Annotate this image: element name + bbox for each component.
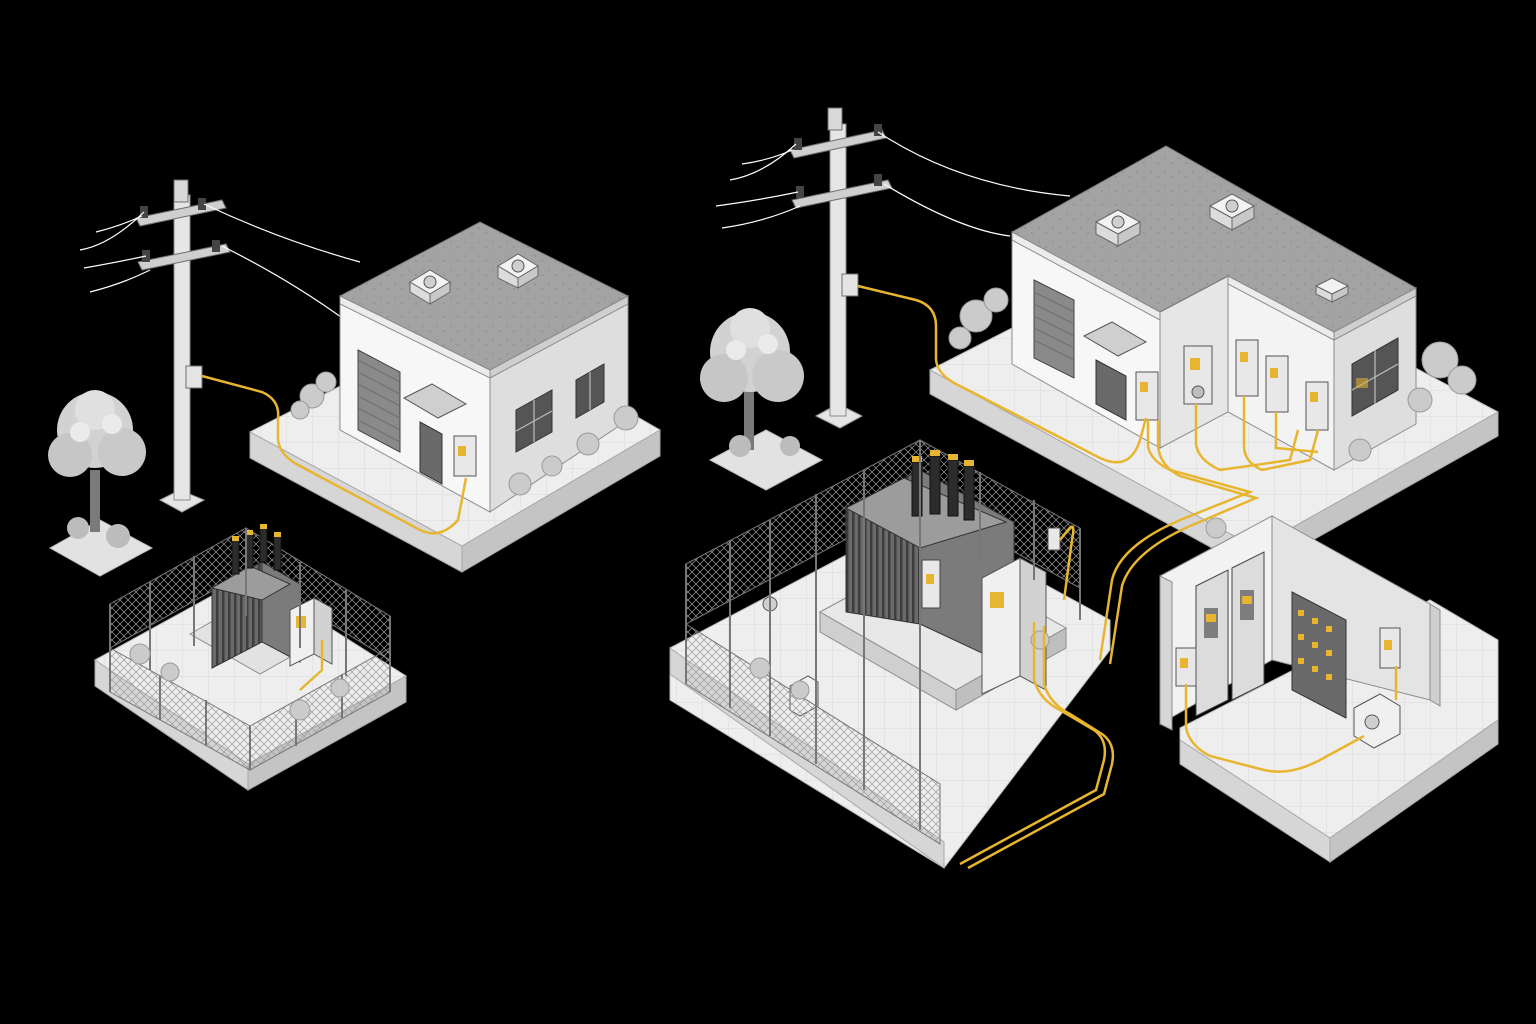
large-building xyxy=(928,145,1500,573)
large-site-cables xyxy=(857,284,1398,870)
large-overhead-wires xyxy=(715,131,1071,237)
large-site xyxy=(669,107,1500,870)
large-switchgear-room xyxy=(1159,515,1499,863)
small-transformer-yard xyxy=(94,524,407,791)
small-building xyxy=(248,221,661,573)
small-site-cables xyxy=(201,374,468,691)
small-tree xyxy=(48,390,154,577)
large-utility-pole xyxy=(789,107,893,429)
small-utility-pole xyxy=(135,179,231,513)
small-site xyxy=(48,179,661,791)
large-transformer-yard xyxy=(669,439,1111,869)
small-overhead-wires xyxy=(79,203,361,321)
large-tree xyxy=(700,308,824,491)
